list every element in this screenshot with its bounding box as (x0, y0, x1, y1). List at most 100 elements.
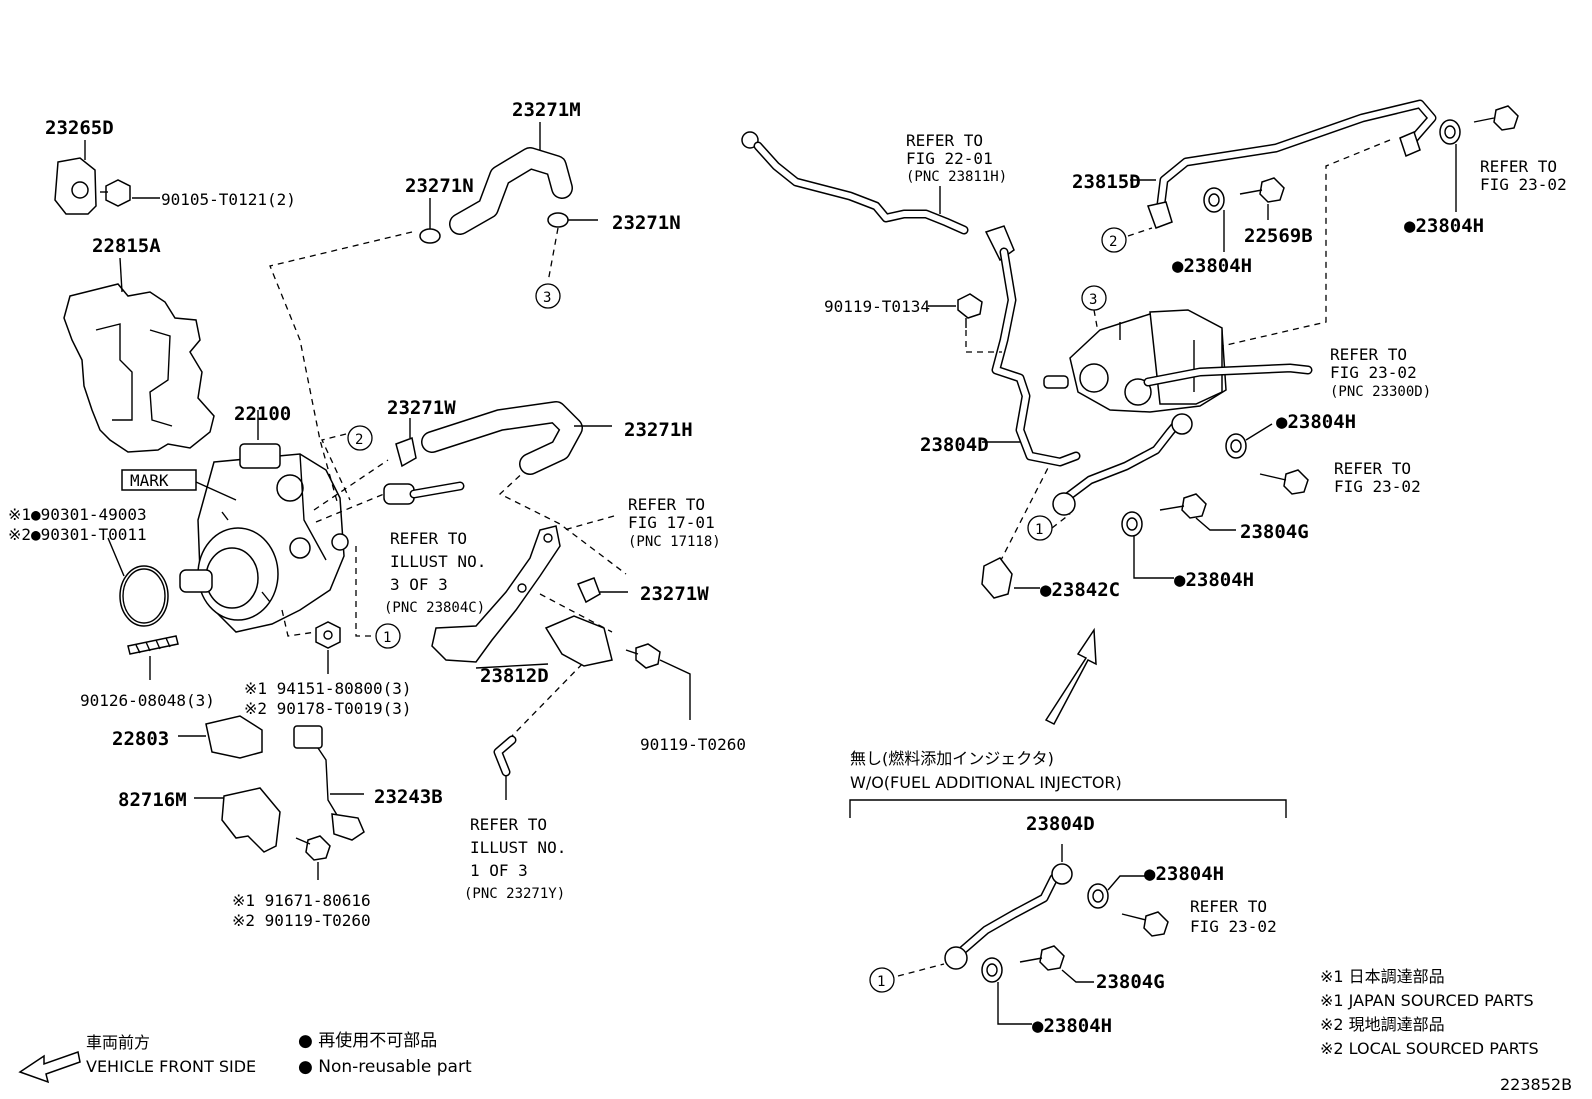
hose-illust1 (493, 735, 517, 800)
label-90301-2: ※2●90301-T0011 (8, 525, 147, 544)
label-23804H-a: ●23804H (1172, 255, 1252, 277)
refer-illust-1-l2: ILLUST NO. (470, 838, 566, 857)
pipe-23815D (1130, 99, 1437, 229)
refer-fig-23-02-b-l1: REFER TO (1330, 345, 1407, 364)
callout-3-right-text: 3 (1089, 292, 1097, 308)
label-22815A: 22815A (92, 235, 161, 257)
label-90119-T0260-a: 90119-T0260 (640, 735, 746, 754)
label-23271W-a: 23271W (387, 397, 456, 419)
dash-23271H-to-bracket (498, 467, 627, 575)
injector-body (1043, 309, 1313, 413)
label-23804D-a: 23804D (920, 434, 989, 456)
bracket-23812D (431, 525, 613, 669)
label-22569B: 22569B (1244, 225, 1313, 247)
label-22100: 22100 (234, 403, 291, 425)
refer-illust-1: REFER TO ILLUST NO. 1 OF 3 (PNC 23271Y) (464, 815, 566, 902)
variant-caption-jp: 無し(燃料添加インジェクタ) (850, 749, 1054, 768)
dash-circle1-right (1051, 513, 1071, 529)
refer-fig-23-02-a: REFER TO FIG 23-02 (1480, 157, 1567, 194)
label-90126: 90126-08048(3) (80, 691, 215, 710)
dash-ref-to-bracket (563, 515, 615, 531)
refer-fig-23-02-d-l2: FIG 23-02 (1190, 917, 1277, 936)
refer-fig-22-01: REFER TO FIG 22-01 (PNC 23811H) (906, 131, 1007, 185)
label-23815D: 23815D (1072, 171, 1141, 193)
label-23271W-b: 23271W (640, 583, 709, 605)
hose-23271M (449, 122, 573, 235)
bolt-upper-right (1473, 105, 1519, 131)
refer-illust-3: REFER TO ILLUST NO. 3 OF 3 (PNC 23804C) (384, 529, 486, 616)
label-90105: 90105-T0121(2) (161, 190, 296, 209)
bolt-90105 (100, 179, 160, 207)
refer-illust-1-l1: REFER TO (470, 815, 547, 834)
label-23265D: 23265D (45, 117, 114, 139)
refer-illust-1-l4: (PNC 23271Y) (464, 886, 565, 902)
bolt-23804G (1159, 493, 1236, 531)
refer-fig-23-02-a-l1: REFER TO (1480, 157, 1557, 176)
label-23842C: ●23842C (1040, 579, 1120, 601)
refer-fig-22-01-l2: FIG 22-01 (906, 149, 993, 168)
label-90178: ※2 90178-T0019(3) (244, 699, 412, 718)
label-23271M: 23271M (512, 99, 581, 121)
label-23804G-a: 23804G (1240, 521, 1309, 543)
refer-fig-23-02-c: REFER TO FIG 23-02 (1334, 459, 1421, 496)
gasket-23804H-upper-left (1203, 187, 1225, 252)
refer-fig-23-02-d-l1: REFER TO (1190, 897, 1267, 916)
refer-fig-23-02-c-l1: REFER TO (1334, 459, 1411, 478)
bolt-right (1259, 469, 1309, 495)
bolt-90119-T0260 (625, 643, 691, 720)
bracket-23265D (54, 140, 97, 215)
dash-upper-right (1221, 139, 1391, 347)
injection-pipe-23804D (982, 225, 1193, 516)
label-23804H-f: ●23804H (1032, 1015, 1112, 1037)
gasket-23804H-lower (1121, 511, 1174, 579)
label-22803: 22803 (112, 728, 169, 750)
label-23271N-a: 23271N (405, 175, 474, 197)
view-arrow (1044, 627, 1097, 725)
label-23804G-b: 23804G (1096, 971, 1165, 993)
dash-pump-circle1 (355, 546, 376, 637)
legend-nonreusable: ● 再使用不可部品 ● Non-reusable part (298, 1030, 472, 1077)
legend-s2-jp: ※2 現地調達部品 (1320, 1015, 1445, 1034)
bolt-22569B (1239, 177, 1285, 220)
clamp-23271N-a (419, 198, 441, 244)
callout-circle-2-right: 2 (1101, 227, 1127, 253)
dash-clip-to-pipe (999, 463, 1051, 563)
label-23243B: 23243B (374, 786, 443, 808)
dash-pump-bottom (281, 609, 317, 637)
label-23804H-c: ●23804H (1276, 411, 1356, 433)
variant-gasket-top (1087, 875, 1148, 909)
clamp-23271N-b (547, 212, 598, 283)
dash-23271N-to-pump (269, 231, 413, 506)
callout-2-right-text: 2 (1109, 234, 1117, 250)
gasket-23804H-upper-right (1439, 119, 1461, 212)
gasket-23804H-right (1225, 423, 1273, 459)
mark-label: MARK (121, 469, 237, 501)
front-arrow-icon (18, 1051, 81, 1084)
callout-circle-3-right: 3 (1081, 285, 1107, 311)
callout-1-right-text: 1 (1035, 522, 1043, 538)
callout-1-variant-text: 1 (877, 974, 885, 990)
dash-bracket-to-hose (511, 655, 591, 737)
label-90119-T0134: 90119-T0134 (824, 297, 930, 316)
refer-illust-3-l3: 3 OF 3 (390, 575, 448, 594)
legend-front-jp: 車両前方 (86, 1033, 150, 1052)
refer-fig-23-02-b-l3: (PNC 23300D) (1330, 384, 1431, 400)
fuel-line-22-01 (741, 131, 969, 235)
bolt-90119-T0134 (928, 293, 1002, 353)
clamp-23271W-a (395, 418, 417, 468)
nut-94151 (315, 621, 341, 674)
variant-pipe-23804D (944, 844, 1073, 970)
label-23812D: 23812D (480, 665, 549, 687)
refer-illust-3-l1: REFER TO (390, 529, 467, 548)
figure-id: 223852B (1500, 1075, 1572, 1094)
dash-circle3-injector (1093, 309, 1099, 333)
callout-1-left-text: 1 (383, 630, 391, 646)
sensor-23243B (293, 725, 365, 841)
bracket-82716M (194, 787, 281, 853)
callout-3-top-text: 3 (543, 290, 551, 306)
legend-nonreuse-en: ● Non-reusable part (298, 1057, 472, 1077)
label-23804H-d: ●23804H (1174, 569, 1254, 591)
legend-s1-jp: ※1 日本調達部品 (1320, 967, 1445, 986)
clamp-23271W-b (576, 577, 628, 604)
